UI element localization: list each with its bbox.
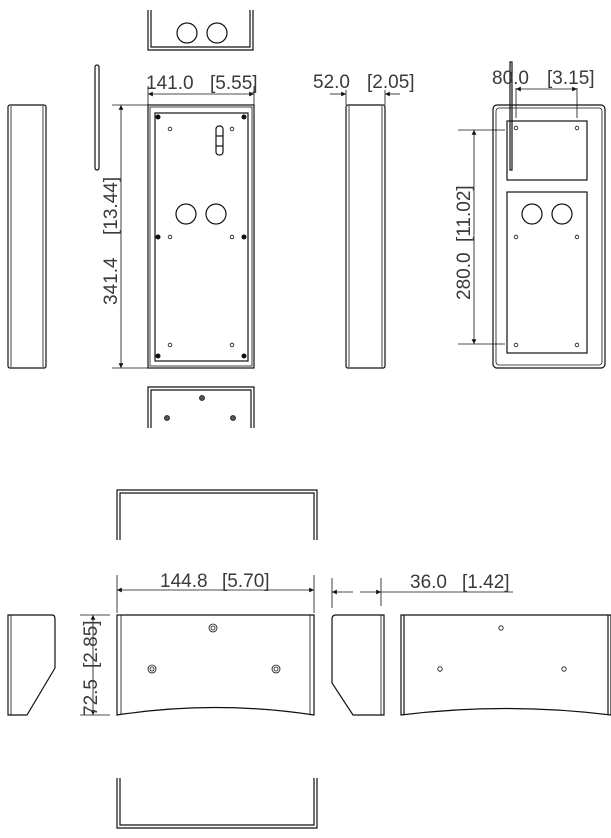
mount-spacing-v-in: [11.02] [454,185,475,242]
hood-front-view: 144.8 [5.70] [116,571,315,716]
front-height-mm: 341.4 [101,257,122,305]
hood-top-view [116,489,318,540]
front-height-in: [13.44] [101,177,122,235]
hood-depth-in: [1.42] [462,572,510,593]
hood-right-side-view: 36.0 [1.42] [331,572,513,716]
enclosure-side-view: 52.0 [2.05] [313,72,415,369]
front-width-mm: 141.0 [146,73,194,94]
hood-bottom-view [116,778,318,829]
mount-spacing-v-mm: 280.0 [454,252,475,300]
mount-spacing-h-mm: 80.0 [492,68,529,89]
enclosure-left-side-view [7,104,47,369]
side-depth-in: [2.05] [367,72,415,93]
enclosure-front-view: 141.0 [5.55] 341.4 [13.44] [101,73,258,369]
enclosure-bottom-view [147,386,255,428]
hood-height-in: [2.85] [81,620,102,668]
mount-spacing-h-in: [3.15] [547,68,595,89]
front-width-in: [5.55] [210,73,258,94]
hood-depth-mm: 36.0 [410,572,447,593]
enclosure-rear-view: 80.0 [3.15] 280.0 [11.02] [454,61,606,369]
hood-height-dimension: 72.5 [2.85] [80,614,110,716]
hood-width-mm: 144.8 [160,571,208,592]
side-depth-mm: 52.0 [313,72,350,93]
hood-height-mm: 72.5 [81,679,102,716]
cover-strip [94,64,100,171]
enclosure-top-view [147,10,254,51]
hood-rear-view [400,614,611,716]
hood-left-side-view [7,614,56,716]
hood-width-in: [5.70] [222,571,270,592]
